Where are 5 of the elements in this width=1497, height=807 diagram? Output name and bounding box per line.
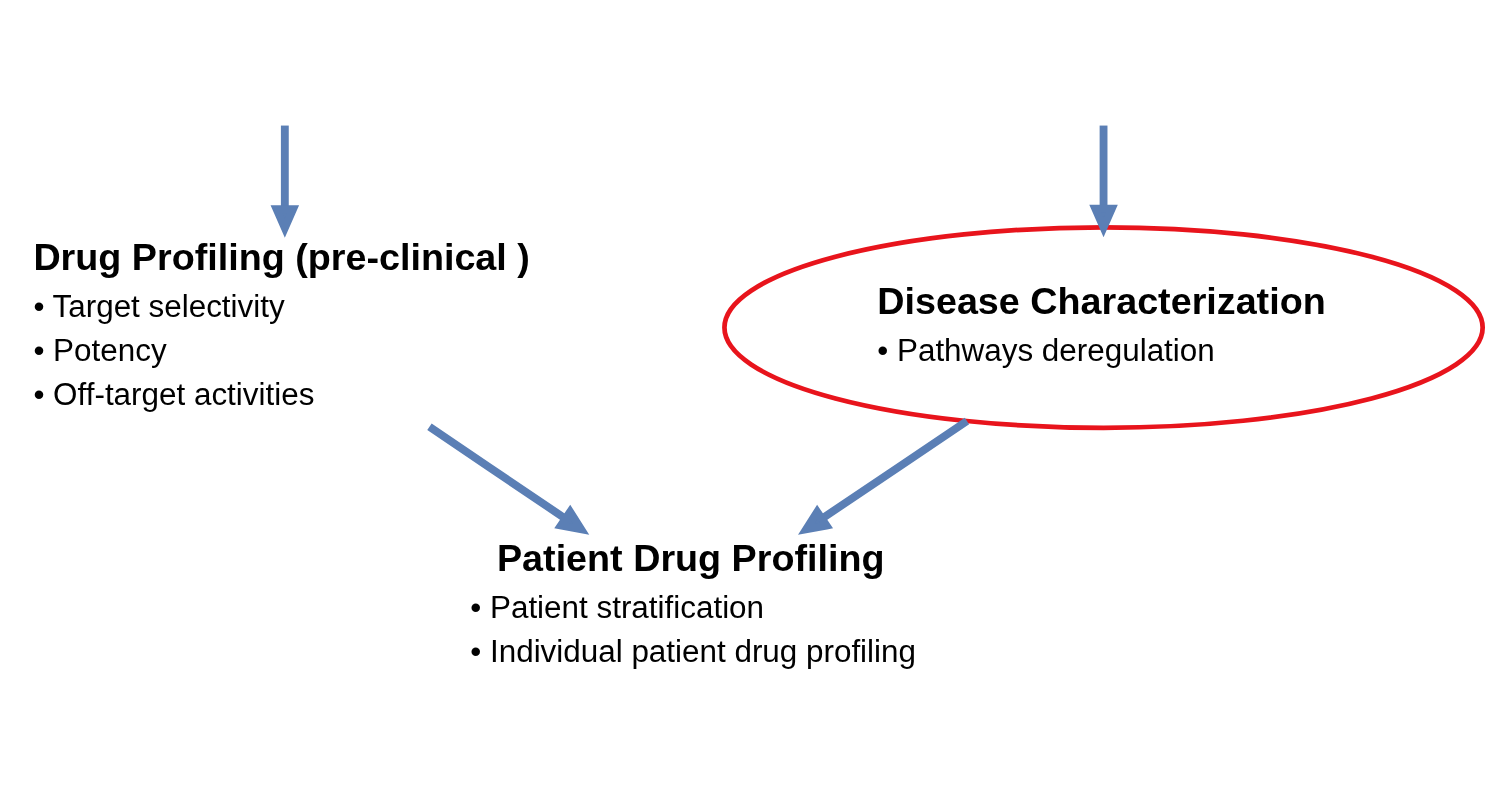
node-ellipse: Disease Characterization • Pathways deregulation bbox=[722, 224, 1485, 430]
node-text: Drug Profiling (pre-clinical ) • Target selectivity • Potency • Off-target activities bbox=[33, 235, 530, 412]
arrow bbox=[427, 423, 590, 535]
node-text: Patient Drug Profiling • Patient stratification • Individual patient drug profiling bbox=[470, 536, 916, 669]
arrow bbox=[798, 417, 970, 535]
